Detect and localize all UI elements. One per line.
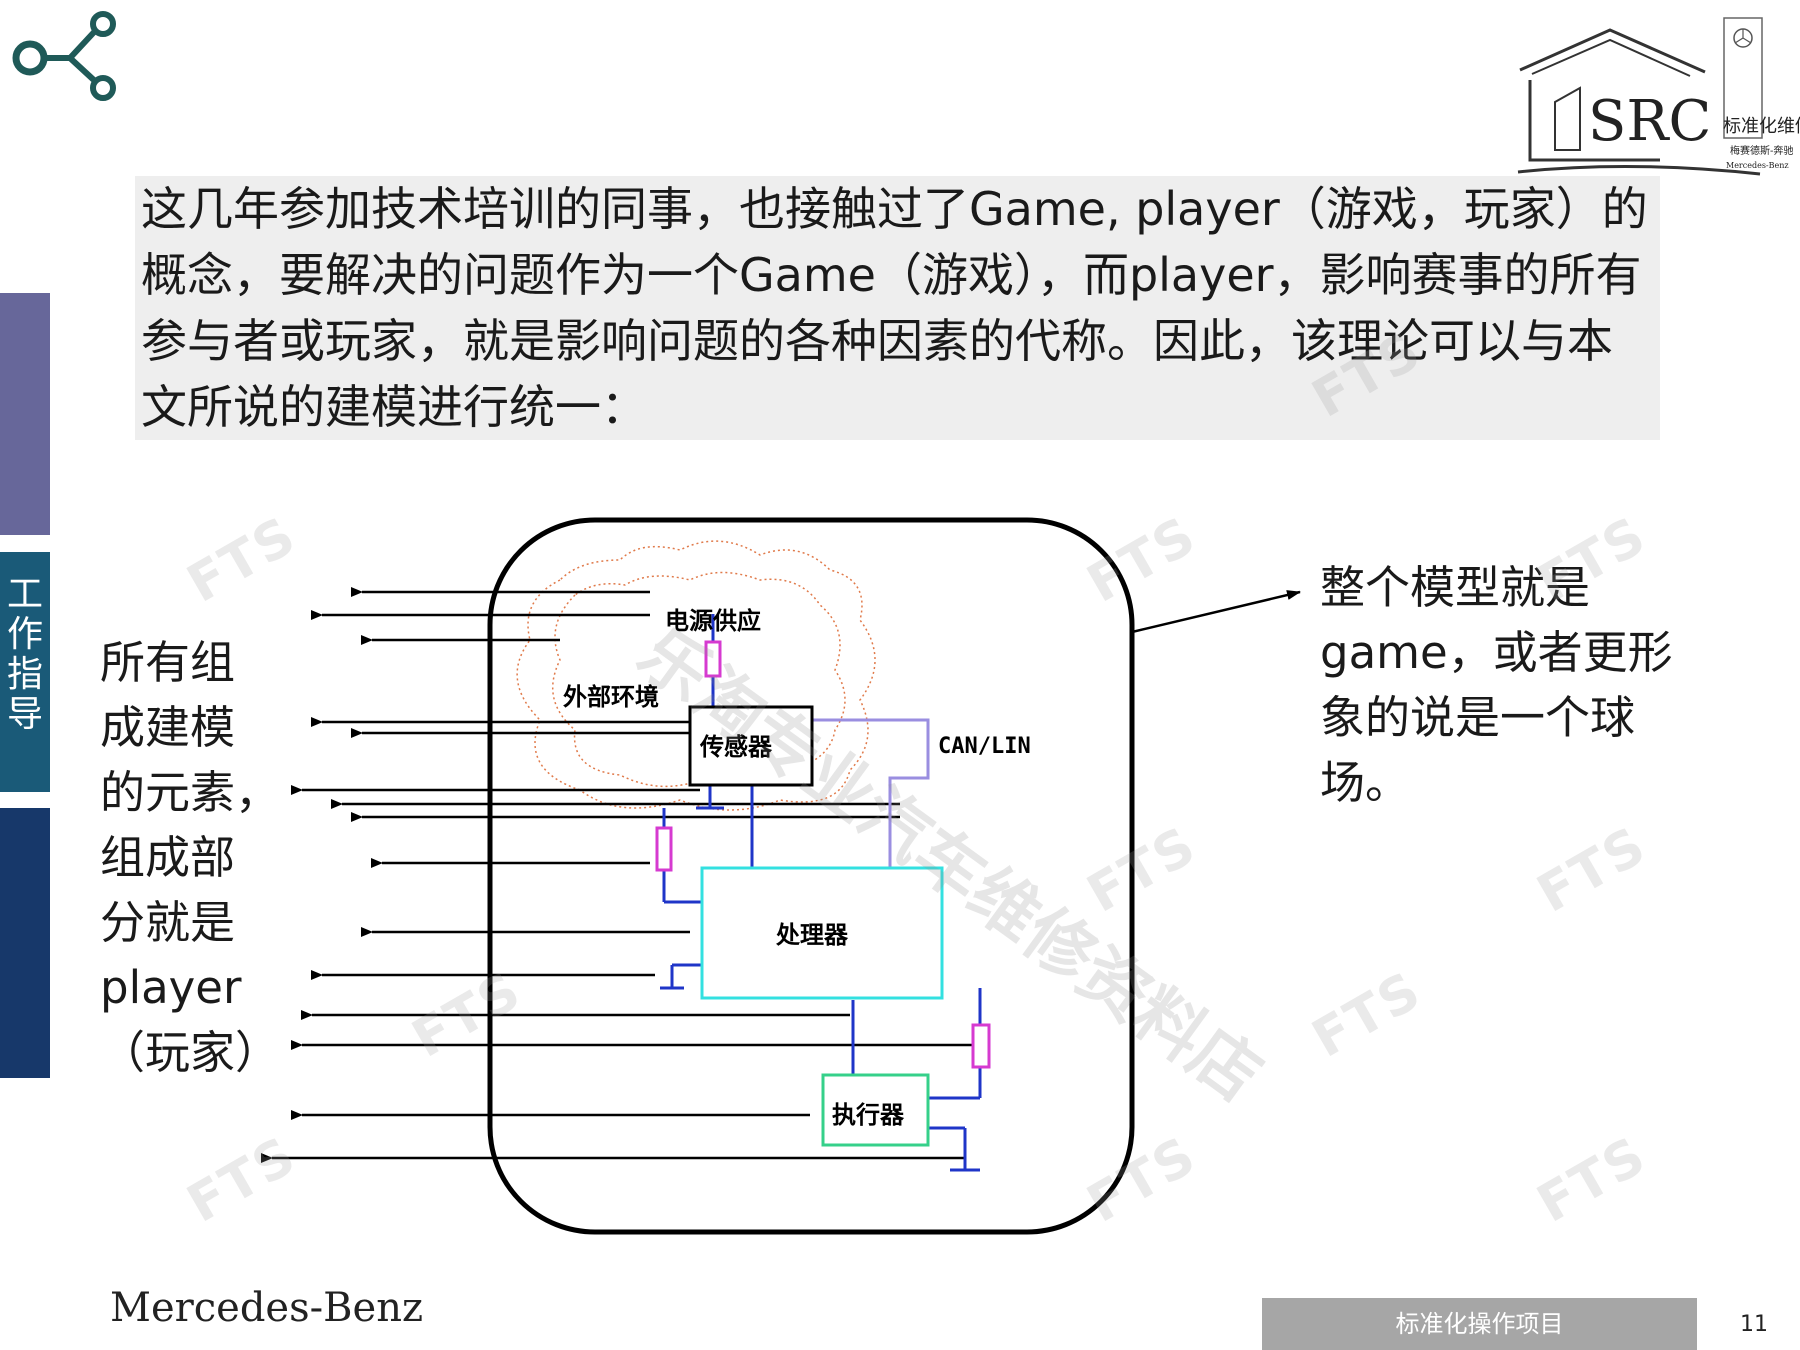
- share-network-icon: [12, 11, 116, 101]
- processor-label: 处理器: [776, 920, 848, 949]
- power-supply-label: 电源供应: [665, 606, 761, 635]
- player-annotation-line: 成建模: [100, 701, 236, 754]
- game-annotation-line: 场。: [1320, 756, 1411, 809]
- player-annotation-line: （玩家）: [100, 1026, 281, 1079]
- player-annotation-line: 的元素，: [100, 766, 281, 819]
- actuator-label: 执行器: [832, 1100, 904, 1129]
- game-boundary: [487, 517, 1135, 1235]
- resistor-icons: [655, 640, 991, 1069]
- game-annotation-line: game，或者更形: [1320, 626, 1673, 679]
- logo-main-text: SRC: [1588, 89, 1711, 154]
- can-lin-bus: [812, 718, 930, 870]
- environment-label: 外部环境: [563, 682, 659, 711]
- sidebar-band-middle: [0, 552, 50, 792]
- player-arrows: [261, 587, 975, 1163]
- logo-sub-text: 标准化维修: [1723, 116, 1800, 137]
- sidebar-band-top: [0, 293, 50, 535]
- sidebar-band-bottom: [0, 808, 50, 1078]
- sensor-label: 传感器: [700, 732, 772, 761]
- can-lin-label: CAN/LIN: [938, 734, 1031, 759]
- brand-wordmark: Mercedes-Benz: [110, 1285, 424, 1331]
- player-annotation: 所有组 成建模 的元素， 组成部 分就是 player （玩家）: [100, 630, 300, 1085]
- game-annotation-line: 整个模型就是: [1320, 561, 1591, 614]
- game-pointer-arrow: [1131, 590, 1301, 634]
- processor-box: [700, 866, 944, 1000]
- logo-sub-text-2: 梅赛德斯-奔驰: [1730, 144, 1793, 157]
- footer-label: 标准化操作项目: [1262, 1298, 1697, 1350]
- signal-wires: [660, 614, 982, 1172]
- game-annotation-line: 象的说是一个球: [1320, 691, 1636, 744]
- player-annotation-line: 分就是: [100, 896, 236, 949]
- src-logo: SRC 标准化维修 梅赛德斯-奔驰 Mercedes-Benz: [1517, 17, 1800, 176]
- actuator-box: [821, 1073, 930, 1147]
- sidebar-label: 工作指导: [6, 574, 43, 735]
- player-annotation-line: 组成部: [100, 831, 236, 884]
- intro-paragraph: 这几年参加技术培训的同事，也接触过了Game, player（游戏，玩家）的概念…: [135, 176, 1660, 440]
- logo-sub-text-3: Mercedes-Benz: [1726, 161, 1789, 170]
- player-annotation-line: player: [100, 961, 242, 1014]
- sensor-box: [688, 705, 814, 787]
- player-annotation-line: 所有组: [100, 636, 236, 689]
- environment-cloud: [516, 540, 876, 811]
- game-annotation: 整个模型就是 game，或者更形 象的说是一个球 场。: [1320, 555, 1700, 815]
- page-number: 11: [1740, 1312, 1768, 1337]
